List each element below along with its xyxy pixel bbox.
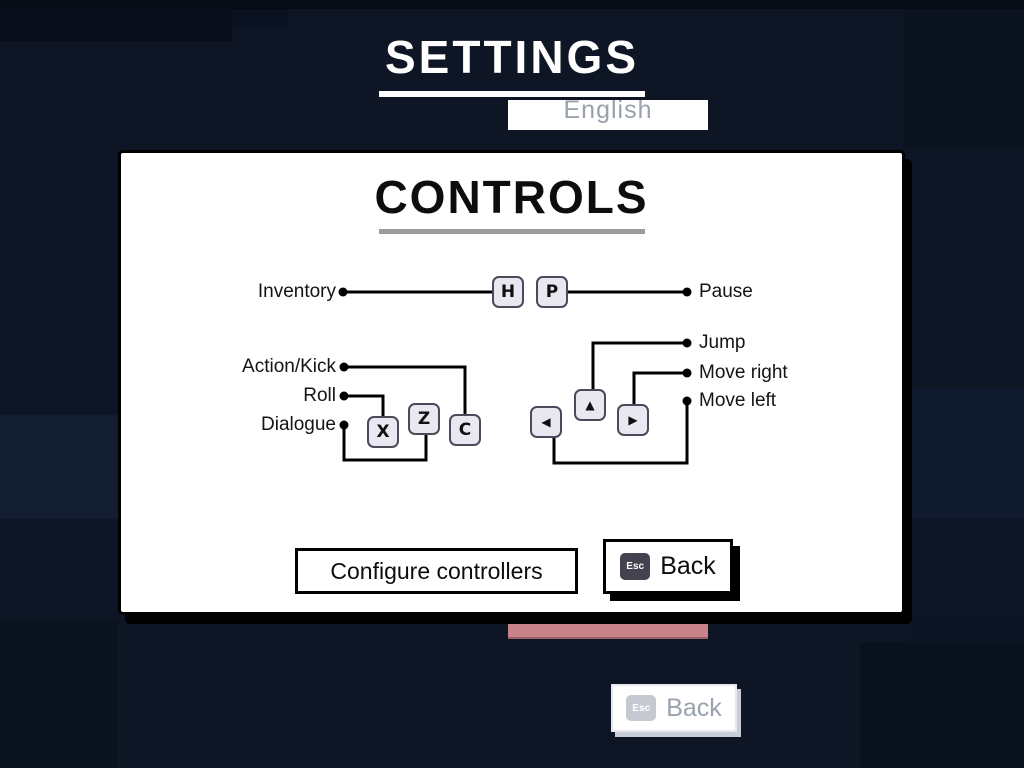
keycap-arrow-right: ▶ — [617, 404, 649, 436]
language-dropdown[interactable]: English — [508, 100, 708, 130]
keycap-z: Z — [408, 403, 440, 435]
background-block — [903, 9, 1024, 150]
label-move-left: Move left — [699, 390, 777, 411]
configure-controllers-button[interactable]: Configure controllers — [295, 548, 578, 594]
background-block — [0, 9, 232, 41]
settings-title-wrap: SETTINGS — [0, 30, 1024, 97]
modal-back-button[interactable]: Esc Back — [603, 539, 733, 594]
esc-keycap: Esc — [626, 695, 657, 721]
background-block — [906, 388, 1024, 518]
controls-title-underline — [378, 229, 645, 234]
menu-highlight-bar — [508, 620, 708, 639]
keycap-c: C — [449, 414, 481, 446]
label-pause: Pause — [699, 281, 753, 302]
label-jump: Jump — [699, 332, 746, 353]
background-block — [0, 415, 118, 519]
label-dialogue: Dialogue — [261, 414, 336, 435]
controls-title: CONTROLS — [374, 171, 649, 223]
background-block — [232, 9, 288, 27]
label-inventory: Inventory — [257, 281, 336, 302]
keycap-arrow-up: ▲ — [574, 389, 606, 421]
label-move-right: Move right — [699, 362, 788, 383]
label-roll: Roll — [303, 385, 336, 406]
settings-back-button[interactable]: Esc Back — [611, 684, 737, 732]
language-value: English — [563, 100, 653, 124]
settings-page-title: SETTINGS — [378, 30, 646, 97]
keycap-h: H — [492, 276, 524, 308]
background-block — [0, 0, 1024, 9]
label-action-kick: Action/Kick — [242, 356, 336, 377]
keycap-x: X — [367, 416, 399, 448]
keycap-arrow-left: ◀ — [530, 406, 562, 438]
background-block — [860, 643, 1024, 768]
background-block — [0, 619, 118, 768]
keycap-p: P — [536, 276, 568, 308]
settings-back-label: Back — [666, 693, 722, 722]
esc-keycap: Esc — [620, 553, 651, 580]
modal-back-label: Back — [660, 552, 716, 580]
controls-modal: CONTROLS Inventory Pause — [118, 150, 905, 615]
